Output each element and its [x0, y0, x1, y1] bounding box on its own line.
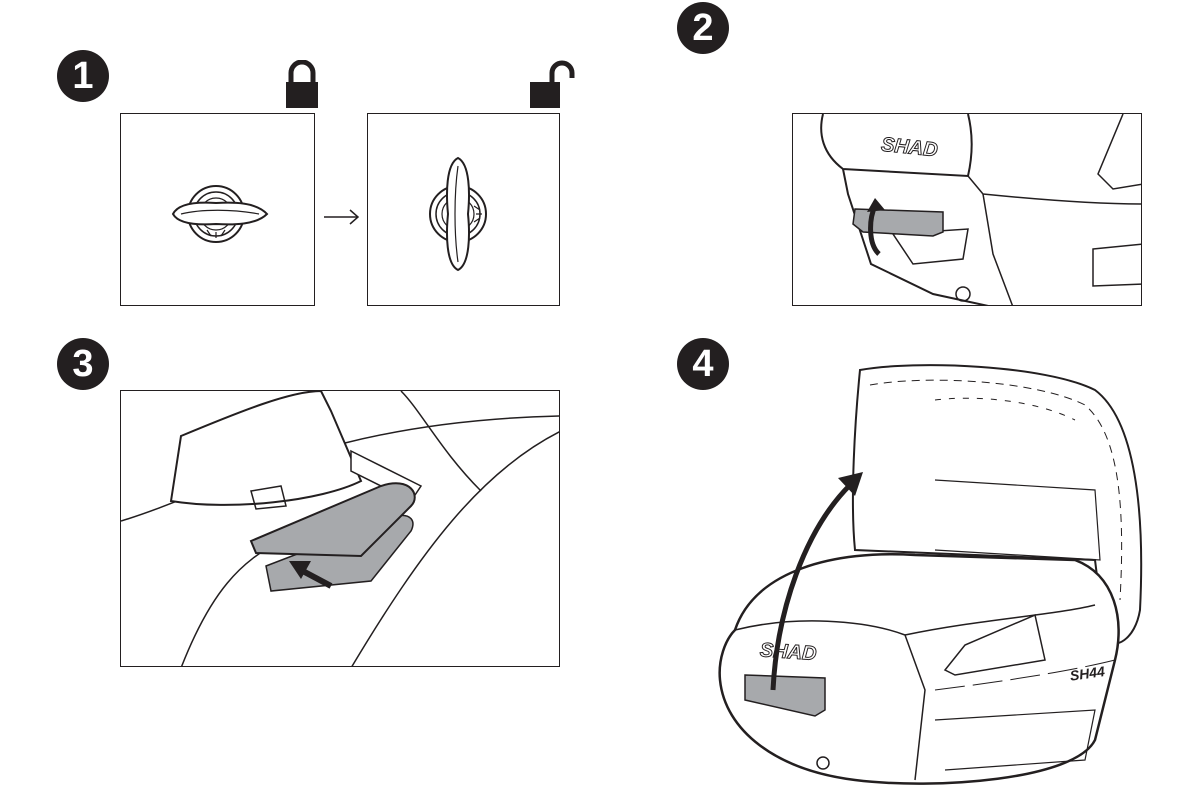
step-3-number: 3: [72, 342, 94, 385]
arrow-right-icon: [324, 209, 360, 225]
lock-closed-icon: [286, 60, 318, 108]
case-handle-step4: [744, 674, 826, 717]
case-lid: [851, 364, 1143, 645]
step-3-badge: 3: [57, 338, 109, 390]
step-2-number: 2: [692, 6, 714, 49]
step-1-number: 1: [72, 54, 94, 97]
plate-upper: [249, 482, 416, 558]
open-case-illustration: SHAD SH44: [718, 364, 1143, 785]
case-handle: [852, 208, 944, 237]
open-lid-arrow-icon: [770, 483, 852, 691]
step-2-badge: 2: [677, 2, 729, 54]
panel-insert-plate: [120, 390, 560, 667]
case-body: [718, 553, 1120, 785]
panel-key-unlocked: [367, 113, 560, 306]
model-label: SH44: [1069, 663, 1106, 684]
panel-handle-lift: SHAD: [792, 113, 1142, 306]
brand-logo-step4: SHAD: [759, 639, 817, 665]
step-4-badge: 4: [677, 338, 729, 390]
step-4-number: 4: [692, 342, 714, 385]
panel-key-locked: [120, 113, 315, 306]
brand-logo-step2: SHAD: [880, 134, 939, 162]
step-1-badge: 1: [57, 50, 109, 102]
lock-open-icon: [530, 60, 575, 108]
